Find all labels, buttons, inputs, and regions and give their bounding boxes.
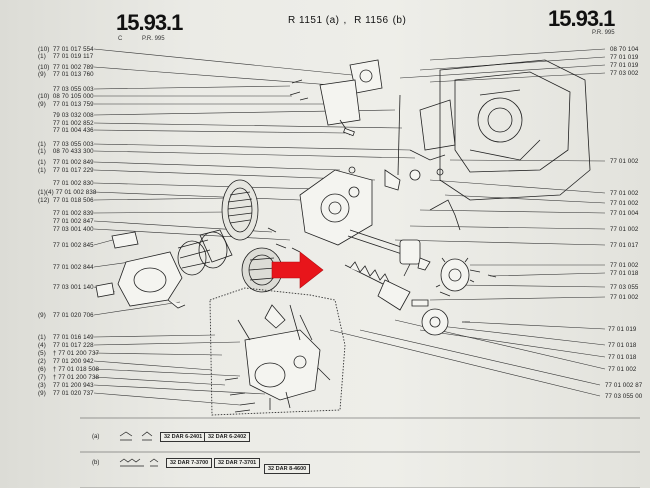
ref-row: 77 01 018 (608, 342, 637, 349)
water-housing (95, 231, 186, 309)
ref-row: 77 01 018 (610, 270, 639, 277)
ref-row: 77 01 019 (610, 54, 639, 61)
ref-row: 77 01 002 (610, 226, 639, 233)
ref-row: (9) 77 01 020 706 (38, 312, 94, 319)
ref-row: 77 01 002 (610, 262, 639, 269)
code-box: 32 DAR 7-3700 (166, 458, 213, 468)
ref-row: (10) 77 01 002 789 (38, 64, 94, 71)
model-title: R 1151 (a), R 1156(b) (288, 15, 410, 26)
ref-row: 77 01 002 845 (52, 242, 94, 249)
model-b-tag: (b) (392, 15, 407, 26)
row-label: (a) (92, 434, 100, 440)
inset-frame (209, 287, 346, 416)
ref-row: 77 01 002 830 (52, 180, 94, 187)
right-page-sub: P.R. 995 (592, 30, 615, 36)
ref-row: 77 01 002 (610, 200, 639, 207)
ref-row: 77 01 002 (610, 190, 639, 197)
ref-row: 77 01 019 (608, 326, 637, 333)
highlight-arrow (271, 251, 324, 289)
ref-row: (1)(4) 77 01 002 838 (38, 189, 97, 196)
ref-row: (1) 08 70 433 300 (38, 148, 94, 155)
ref-row: 77 01 019 (610, 62, 639, 69)
ref-row: 77 01 018 (608, 354, 637, 361)
ref-row: (1) 77 01 019 117 (38, 53, 94, 60)
pump-housing (299, 169, 373, 246)
ref-row: (1) 77 01 002 849 (38, 159, 94, 166)
spring-drum (177, 229, 233, 276)
gear-cover (411, 257, 475, 336)
needle-valve (347, 229, 421, 277)
top-bracket (289, 59, 383, 137)
ref-row: 77 03 055 003 (52, 86, 94, 93)
model-sep: , (343, 15, 347, 26)
ref-row: (1) 77 03 055 003 (38, 141, 94, 148)
ref-row: (9) 77 01 013 760 (38, 71, 94, 78)
ref-row: (1) 77 01 017 229 (38, 167, 94, 174)
ref-row: 77 01 002 844 (52, 264, 94, 271)
ref-row: (9) 77 01 013 759 (38, 101, 94, 108)
ref-row: (2) 77 01 200 942 (38, 358, 94, 365)
code-box: 32 DAR 6-2402 (204, 432, 251, 442)
model-a: R 1151 (a) (288, 15, 340, 26)
ref-row: 77 03 002 (610, 70, 639, 77)
accelerator-pump (344, 261, 411, 311)
ref-row: 77 01 002 847 (52, 218, 94, 225)
page-sub-left: C (118, 36, 123, 42)
row-label: (b) (92, 460, 100, 466)
ref-row: (1) 77 01 016 149 (38, 334, 94, 341)
ref-row: 77 03 001 140 (52, 284, 94, 291)
float-chamber-inset (224, 304, 331, 413)
ref-row: (7) † 77 01 200 738 (38, 374, 100, 381)
ref-row: (4) 77 01 017 228 (38, 342, 94, 349)
model-b: R 1156 (354, 15, 389, 26)
code-box: 32 DAR 8-4600 (264, 464, 311, 474)
ref-row: (9) 77 01 020 737 (38, 390, 94, 397)
page-sub-right: P.R. 995 (142, 36, 165, 42)
ref-row: 77 03 001 400 (52, 226, 94, 233)
ref-row: 77 01 002 87 (605, 382, 643, 389)
ref-row: (5) † 77 01 200 737 (38, 350, 100, 357)
ref-row: 79 03 032 008 (52, 112, 94, 119)
right-page-number: 15.93.1 (548, 6, 615, 31)
ref-row: (12) 77 01 018 506 (38, 197, 94, 204)
ref-row: 77 01 002 (608, 366, 637, 373)
ref-row: 77 01 004 436 (52, 127, 94, 134)
ref-row: 77 01 004 (610, 210, 639, 217)
linkage-rods (267, 94, 497, 323)
engine-symbols (119, 431, 159, 467)
carburettor-body-outline (419, 59, 591, 201)
ref-row: (10) 77 01 017 554 (38, 46, 94, 53)
ref-row: 77 01 017 (610, 242, 639, 249)
ref-row: 77 01 002 (610, 294, 639, 301)
ref-row: (10) 08 70 105 000 (38, 93, 94, 100)
code-box: 32 DAR 7-3701 (214, 458, 261, 468)
ref-row: 77 01 002 839 (52, 210, 94, 217)
code-box: 32 DAR 6-2401 (160, 432, 207, 442)
page-number: 15.93.1 (116, 10, 183, 35)
ref-row: 77 03 055 (610, 284, 639, 291)
ref-row: 08 70 104 (610, 46, 639, 53)
ref-row: 77 01 002 852 (52, 120, 94, 127)
ref-row: 77 01 002 (610, 158, 639, 165)
ref-row: 77 03 055 00 (605, 393, 643, 400)
bottom-table-lines (80, 417, 640, 488)
ref-row: (6) † 77 01 018 508 (38, 366, 100, 373)
ref-row: (3) 77 01 200 943 (38, 382, 94, 389)
diaphragm-cover (221, 179, 259, 241)
